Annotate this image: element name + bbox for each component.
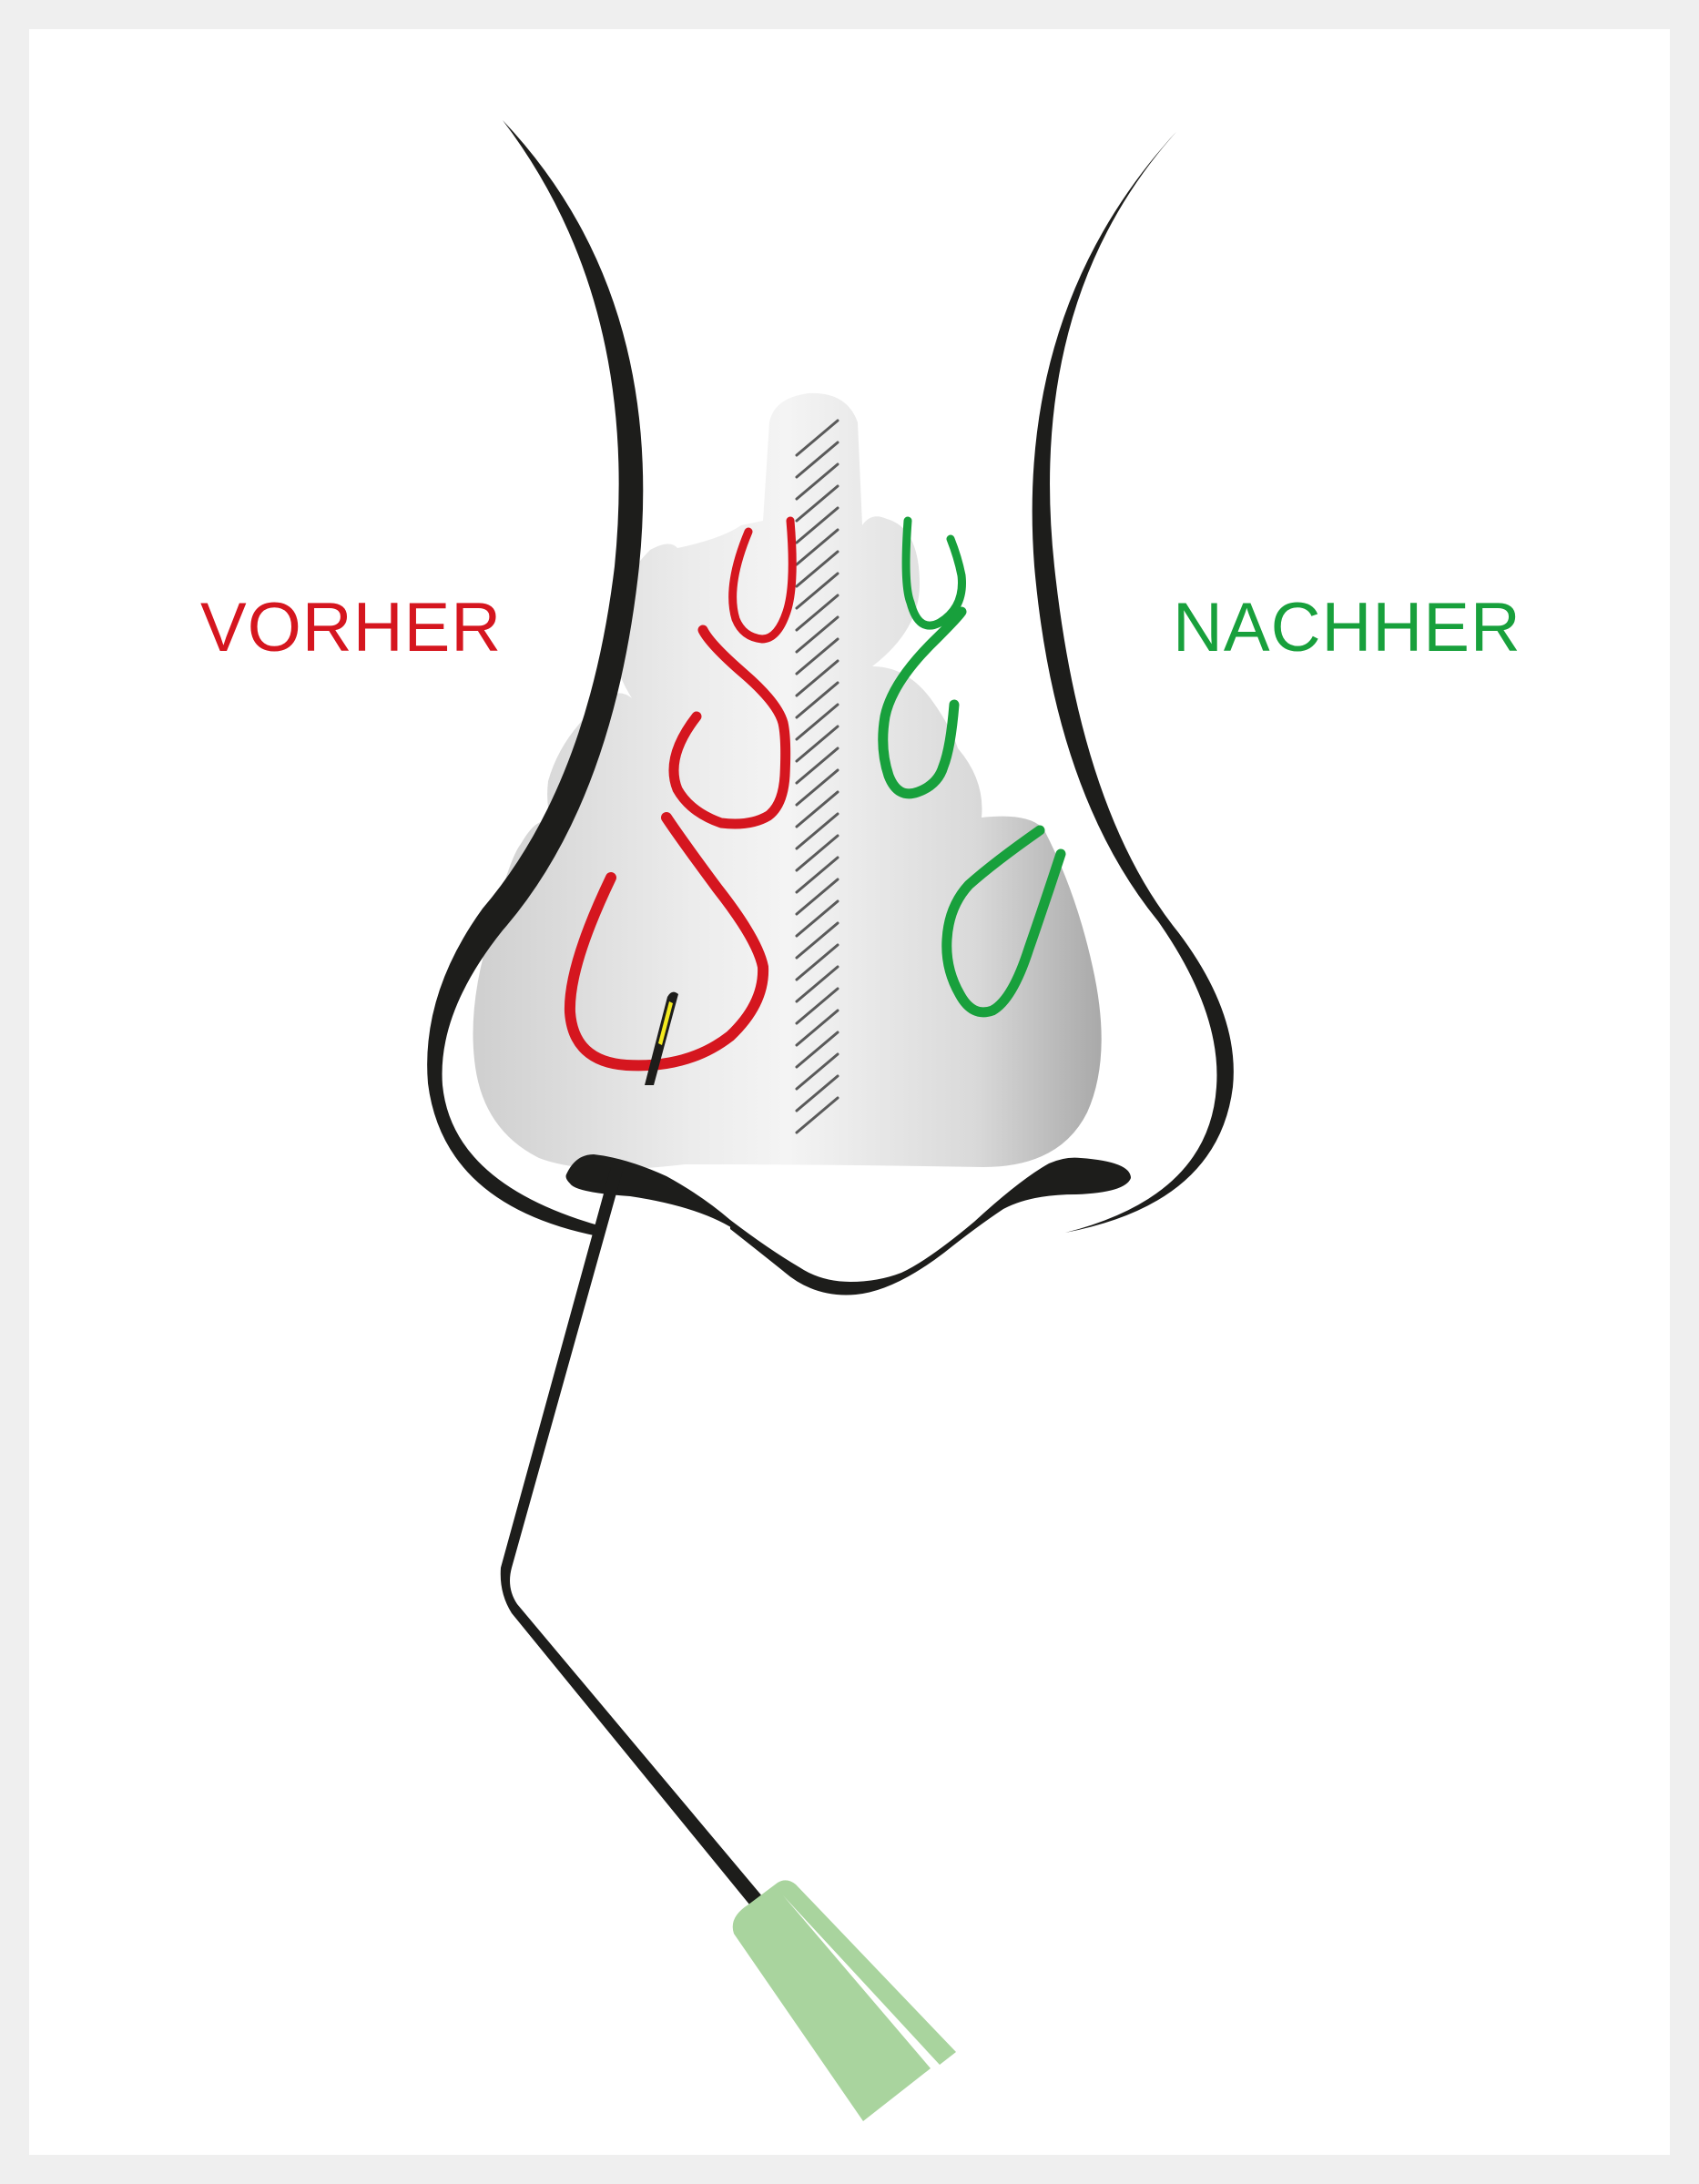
diagram-card: VORHER NACHHER [29,29,1670,2155]
label-before: VORHER [200,589,503,666]
radiofrequency-probe-icon [500,991,956,2121]
label-after: NACHHER [1173,589,1521,666]
swollen-turbinates-icon [564,516,797,1072]
septum-hatch-icon [795,419,839,1134]
nose-turbinate-diagram [427,120,1234,2121]
reduced-turbinates-icon [878,516,1066,1018]
